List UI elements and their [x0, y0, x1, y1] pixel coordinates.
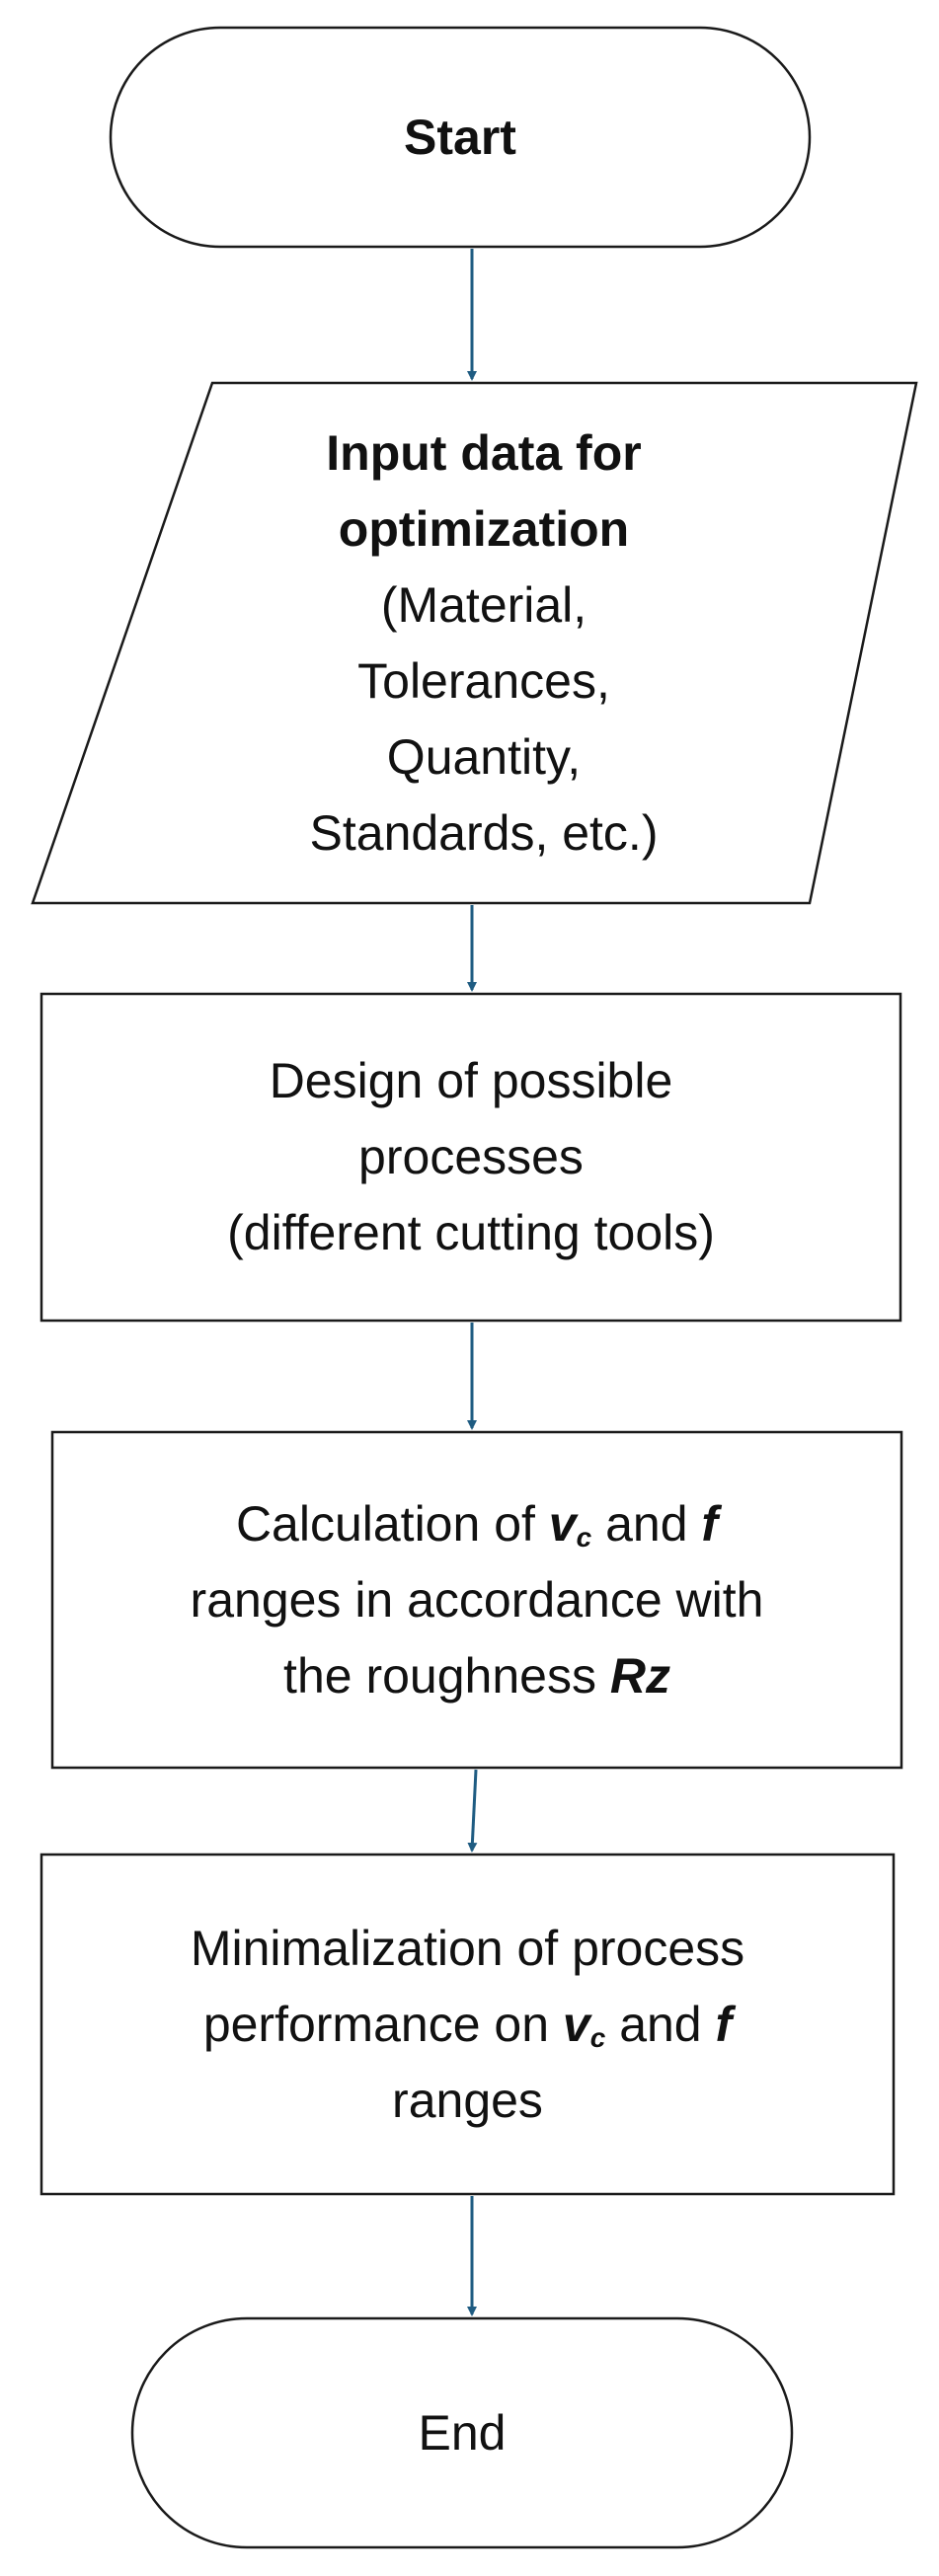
minimalization-process-box-shape [39, 1853, 896, 2196]
input-detail-line-1: (Material, [380, 576, 587, 633]
input-data-parallelogram-shape [31, 381, 918, 905]
calculation-prefix: Calculation of [235, 1495, 549, 1552]
design-process-node: Design of possible processes (different … [41, 994, 900, 1321]
minimalization-process-node: Minimalization of process performance on… [41, 1855, 894, 2194]
start-terminator-shape [109, 26, 812, 249]
f-symbol-2: f [715, 1996, 733, 2052]
arrow-calculation-to-minimalization [467, 1769, 478, 1853]
input-detail-line-4: Standards, etc.) [309, 804, 659, 861]
minimalization-and: and [605, 1996, 716, 2052]
calculation-line-2: ranges in accordance with [190, 1571, 764, 1628]
vc-symbol: v [548, 1495, 577, 1552]
end-node: End [132, 2318, 792, 2547]
design-line-2: processes [358, 1129, 584, 1184]
performance-prefix: performance on [202, 1996, 563, 2052]
input-detail-line-2: Tolerances, [357, 652, 610, 709]
start-node: Start [111, 28, 810, 247]
roughness-prefix: the roughness [283, 1647, 610, 1704]
minimalization-line-3: ranges [392, 2072, 543, 2128]
vc-subscript-2: c [589, 2021, 606, 2053]
calculation-and: and [591, 1495, 702, 1552]
calculation-line-3: the roughness Rz [283, 1638, 670, 1714]
vc-symbol-2: v [562, 1996, 590, 2052]
rz-symbol: Rz [609, 1647, 670, 1704]
input-data-node: Input data for optimization (Material, T… [148, 383, 820, 903]
input-title-line-2: optimization [338, 500, 630, 557]
calculation-process-node: Calculation of vc and f ranges in accord… [52, 1432, 901, 1768]
input-detail-line-3: Quantity, [386, 728, 582, 785]
start-label: Start [404, 109, 516, 165]
calculation-process-box-shape [50, 1430, 903, 1770]
design-process-box-shape [39, 992, 902, 1323]
calculation-line-1: Calculation of vc and f [236, 1486, 718, 1562]
minimalization-line-2: performance on vc and f [203, 1987, 732, 2063]
vc-subscript: c [576, 1521, 592, 1553]
f-symbol: f [701, 1495, 719, 1552]
end-terminator-shape [130, 2316, 794, 2549]
input-title-line-1: Input data for [326, 424, 642, 481]
design-line-3: (different cutting tools) [227, 1205, 715, 1260]
minimalization-line-1: Minimalization of process [190, 1920, 745, 1976]
end-label: End [418, 2404, 507, 2461]
design-line-1: Design of possible [269, 1053, 673, 1108]
